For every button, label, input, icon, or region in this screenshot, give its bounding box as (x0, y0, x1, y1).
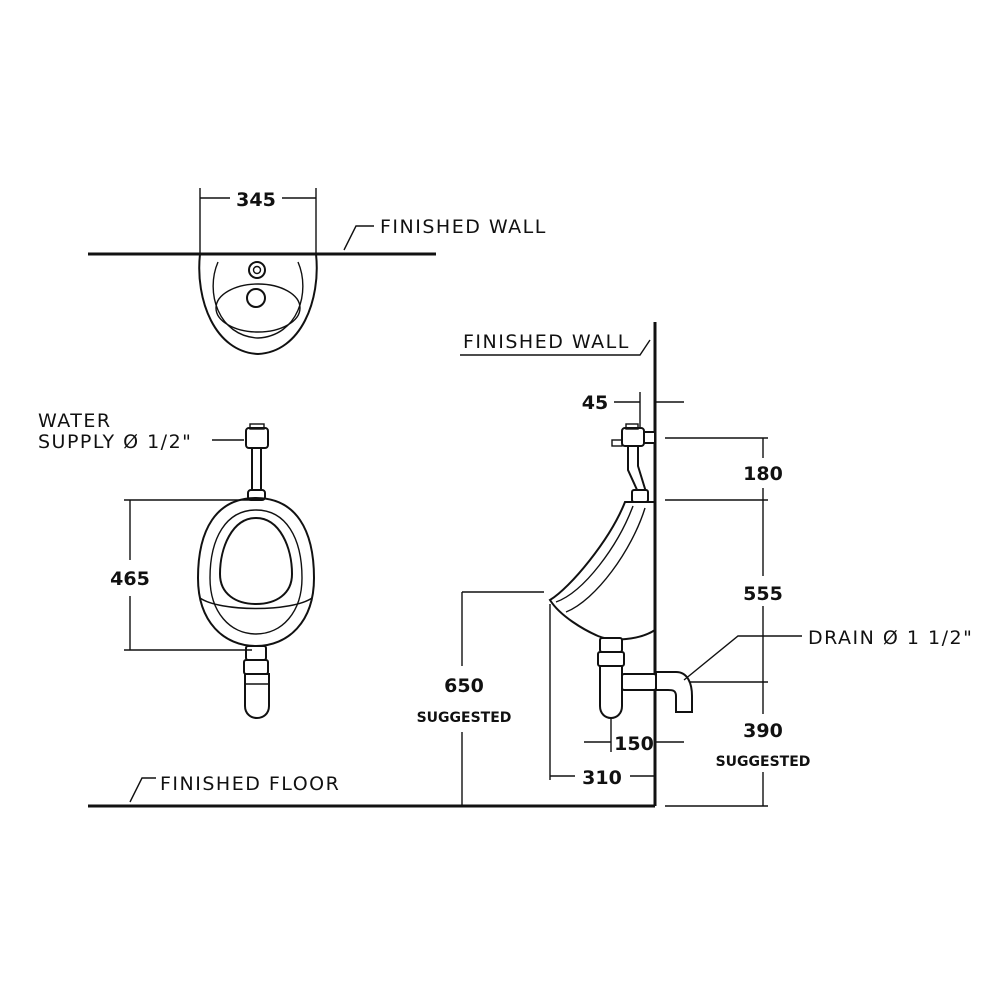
front-bowl-opening (218, 516, 294, 606)
drain-leader (683, 635, 802, 681)
dim-465-label: 465 (110, 568, 150, 590)
side-wall-label: FINISHED WALL (463, 331, 630, 353)
dim-180-label: 180 (743, 463, 783, 485)
dim-150-label: 150 (614, 733, 654, 755)
dim-310-label: 310 (582, 767, 622, 789)
side-flush-valve (621, 427, 645, 447)
side-trap-neck (599, 637, 623, 653)
floor-leader (129, 777, 156, 803)
side-view: FINISHED WALL 45 180 555 (417, 322, 973, 807)
top-wall-leader (343, 225, 374, 251)
side-supply-pipe-a (627, 446, 639, 493)
front-bowl-outer (196, 496, 316, 648)
front-trap-nut (243, 659, 269, 675)
floor-label: FINISHED FLOOR (160, 773, 340, 795)
water-supply-label-line1: WATER (38, 410, 112, 432)
front-trap-neck (245, 645, 267, 661)
side-flush-valve-cap (625, 423, 639, 430)
side-trap-nut (597, 651, 625, 667)
dim-650-note: SUGGESTED (417, 710, 512, 726)
front-flush-valve-cap (249, 423, 265, 430)
side-bowl-outer (548, 501, 656, 641)
dim-390-label: 390 (743, 720, 783, 742)
dim-650-label: 650 (444, 675, 484, 697)
water-supply-label-line2: SUPPLY Ø 1/2" (38, 431, 192, 453)
side-supply-pipe-b (637, 446, 647, 493)
top-view-inlet-core (252, 265, 262, 275)
side-bowl-front-line2 (565, 507, 646, 613)
top-view-bowl-inner (212, 261, 304, 339)
top-view-inlet (248, 261, 266, 279)
front-view: WATER SUPPLY Ø 1/2" 465 (38, 410, 316, 719)
dim-555-label: 555 (743, 583, 783, 605)
top-view: 345 FINISHED WALL (88, 188, 547, 356)
front-trap-body (244, 673, 270, 719)
side-flush-valve-stem (643, 431, 656, 444)
front-bowl-rim (209, 509, 303, 635)
front-bowl-lower-line (199, 597, 313, 610)
side-trap-outlet (621, 673, 657, 691)
side-drain-elbow (655, 671, 693, 713)
dim-345-label: 345 (236, 189, 276, 211)
top-wall-label: FINISHED WALL (380, 216, 547, 238)
side-trap-body (599, 665, 623, 719)
dim-45-label: 45 (582, 392, 608, 414)
side-wall-leader (460, 339, 651, 356)
floor: FINISHED FLOOR (88, 773, 655, 808)
top-view-outlet (246, 288, 266, 308)
top-view-bowl-outer (198, 253, 318, 356)
top-view-bowl-basin (215, 283, 301, 333)
side-spud (631, 489, 649, 503)
drain-label: DRAIN Ø 1 1/2" (808, 627, 973, 649)
side-flush-valve-handle (611, 439, 623, 447)
front-flush-valve (245, 427, 269, 449)
dim-390-note: SUGGESTED (716, 754, 811, 770)
side-bowl-front-line1 (555, 505, 634, 603)
